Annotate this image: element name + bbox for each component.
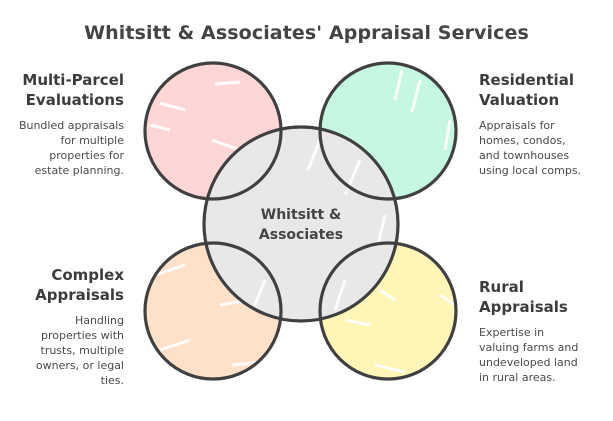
outline-multi-parcel: [143, 61, 283, 201]
desc-line: owners, or legal: [35, 359, 124, 372]
outline-complex: [143, 241, 283, 381]
desc-line: undeveloped land: [479, 356, 578, 369]
heading-line: Residential: [479, 71, 574, 89]
desc-line: in rural areas.: [479, 371, 556, 384]
desc-line: properties for: [49, 149, 124, 162]
desc-line: Appraisals for: [479, 119, 555, 132]
outline-center: [202, 125, 400, 323]
outline-rural: [318, 241, 458, 381]
service-description: Handling properties with trusts, multipl…: [0, 313, 124, 388]
service-heading: Residential Valuation: [479, 70, 609, 110]
service-residential: Residential Valuation Appraisals for hom…: [479, 70, 609, 178]
heading-line: Evaluations: [25, 91, 124, 109]
service-heading: Rural Appraisals: [479, 277, 609, 317]
circle-outlines: [143, 61, 458, 381]
center-label-line2: Associates: [258, 227, 344, 243]
heading-line: Rural: [479, 278, 524, 296]
service-complex: Complex Appraisals Handling properties w…: [0, 265, 124, 388]
desc-line: Expertise in: [479, 326, 545, 339]
desc-line: valuing farms and: [479, 341, 579, 354]
outline-residential: [318, 61, 458, 201]
desc-line: homes, condos,: [479, 134, 566, 147]
service-heading: Complex Appraisals: [0, 265, 124, 305]
heading-line: Appraisals: [35, 286, 124, 304]
circle-center: [204, 127, 398, 321]
desc-line: ties.: [100, 374, 124, 387]
desc-line: trusts, multiple: [40, 344, 125, 357]
service-heading: Multi-Parcel Evaluations: [0, 70, 124, 110]
service-multi-parcel: Multi-Parcel Evaluations Bundled apprais…: [0, 70, 124, 178]
service-description: Appraisals for homes, condos, and townho…: [479, 118, 609, 178]
desc-line: estate planning.: [34, 164, 124, 177]
service-description: Bundled appraisals for multiple properti…: [0, 118, 124, 178]
hatch-center: [253, 139, 387, 311]
desc-line: Handling: [74, 314, 124, 327]
desc-line: properties with: [41, 329, 124, 342]
center-label-line1: Whitsitt &: [260, 207, 342, 223]
heading-line: Valuation: [479, 91, 560, 109]
fill-center: [204, 127, 398, 321]
desc-line: and townhouses: [479, 149, 570, 162]
desc-line: using local comps.: [479, 164, 582, 177]
heading-line: Appraisals: [479, 298, 568, 316]
service-description: Expertise in valuing farms and undevelop…: [479, 325, 609, 385]
hatch-multi-parcel: [149, 80, 241, 152]
center-label: Whitsitt & Associates: [226, 205, 376, 245]
desc-line: for multiple: [60, 134, 124, 147]
diagram-title: Whitsitt & Associates' Appraisal Service…: [84, 22, 529, 44]
service-rural: Rural Appraisals Expertise in valuing fa…: [479, 277, 609, 385]
desc-line: Bundled appraisals: [18, 119, 124, 132]
heading-line: Multi-Parcel: [22, 71, 124, 89]
hatch-rural: [344, 288, 456, 374]
hatch-residential: [393, 69, 452, 151]
heading-line: Complex: [51, 266, 124, 284]
